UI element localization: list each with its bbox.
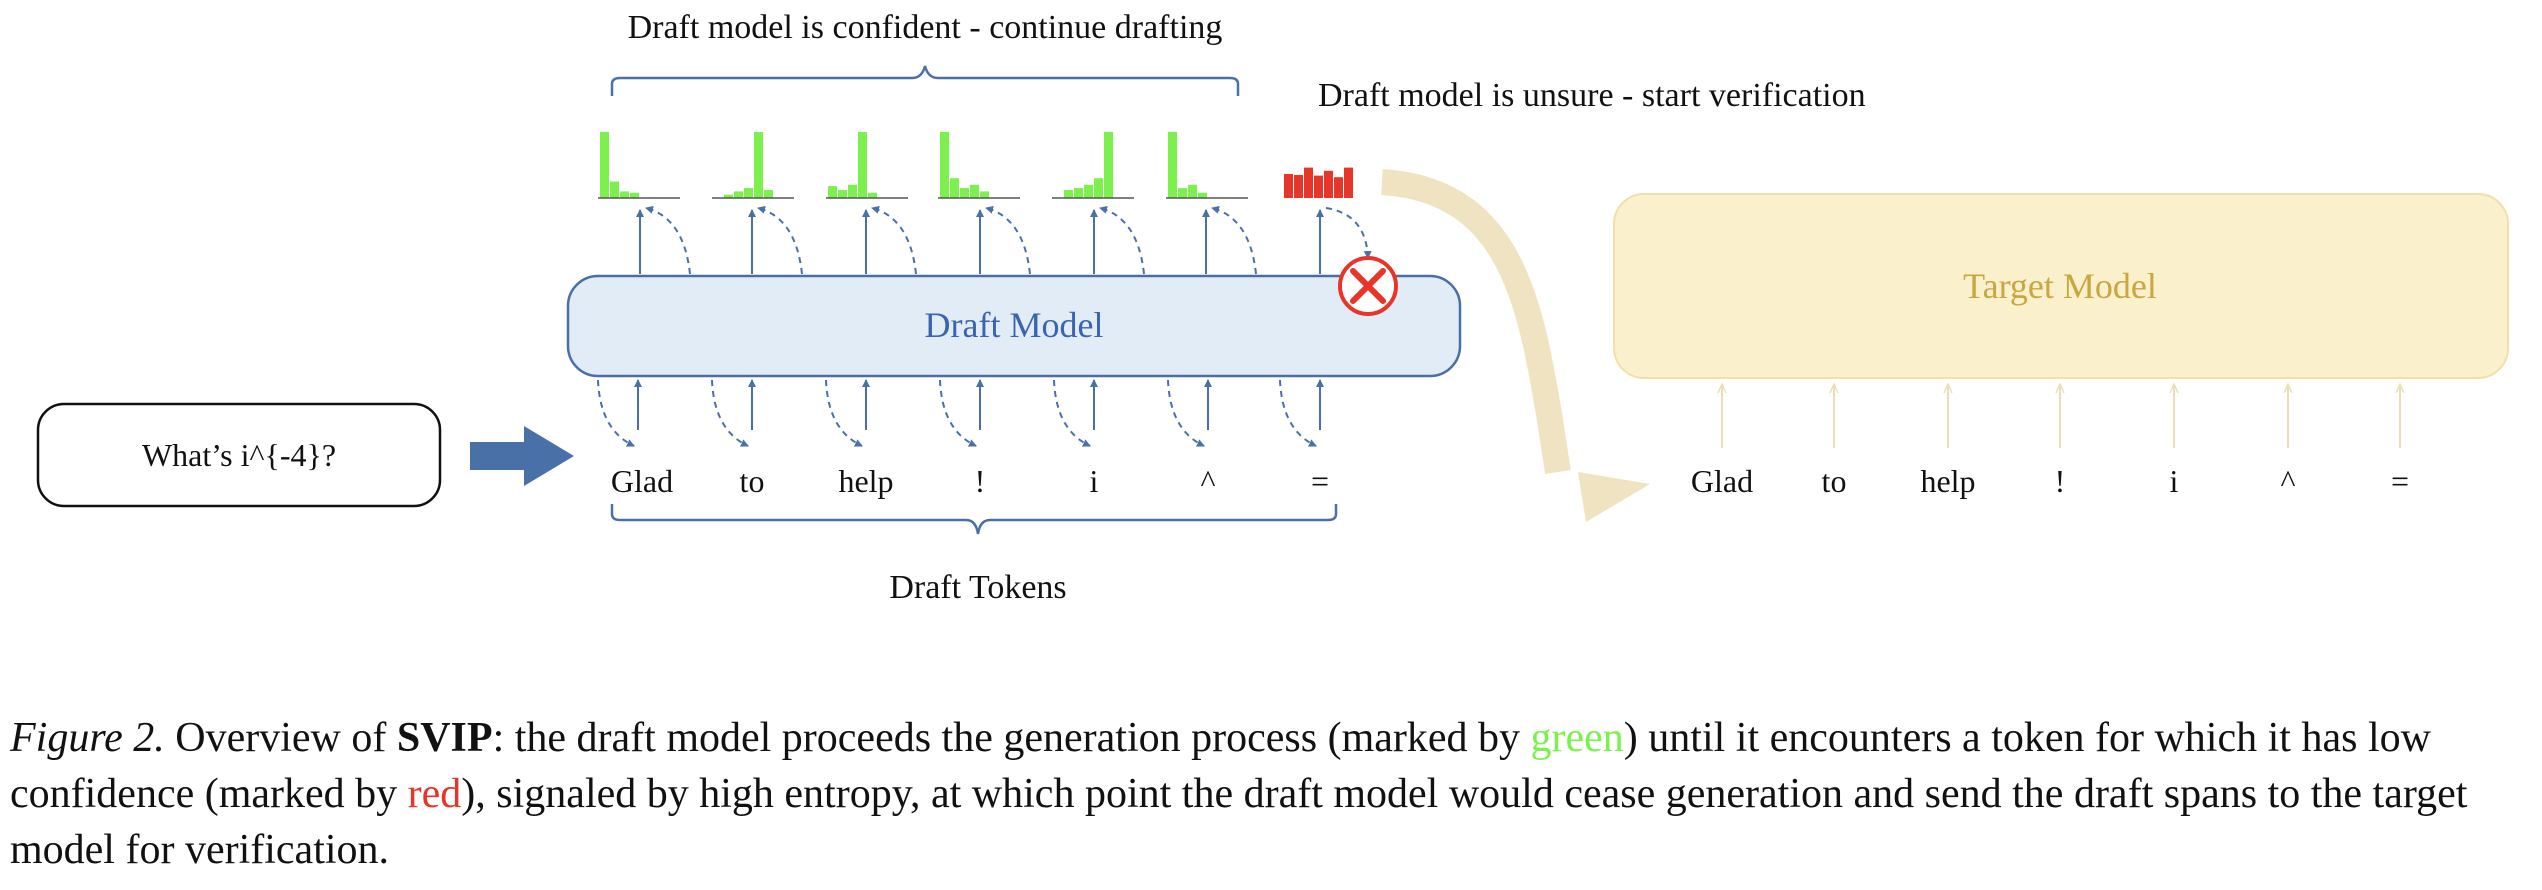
- autoregressive-arrow: [711, 379, 749, 447]
- histogram-bar: [1094, 178, 1103, 198]
- verification-arrowhead: [1578, 472, 1650, 522]
- histogram-bar: [610, 181, 619, 198]
- histogram-bar: [848, 184, 857, 198]
- histogram-bar: [1084, 184, 1093, 198]
- histogram-bar: [1284, 174, 1293, 198]
- histogram-bar: [1314, 175, 1323, 198]
- histogram-bar: [744, 188, 753, 198]
- prompt-box: [36, 402, 442, 508]
- confident-histogram: [712, 132, 794, 199]
- output-dashed-arrow: [985, 205, 1031, 275]
- input-arrow: [470, 426, 574, 486]
- confident-brace: [610, 65, 1240, 96]
- histograms: [598, 132, 1353, 199]
- verification-arrow: [1380, 169, 1571, 474]
- draft-token: help: [838, 463, 893, 499]
- histogram-bar: [724, 194, 733, 198]
- confident-histogram: [826, 132, 908, 199]
- target-token: help: [1920, 463, 1975, 499]
- histogram-bar: [950, 178, 959, 198]
- draft-model-box: [566, 274, 1462, 378]
- histogram-bar: [1294, 174, 1303, 198]
- draft-token: !: [975, 463, 986, 499]
- draft-token: ^: [1200, 463, 1215, 499]
- confident-label: Draft model is confident - continue draf…: [628, 9, 1223, 46]
- histogram-bar: [858, 132, 867, 198]
- histogram-bar: [940, 132, 949, 198]
- autoregressive-arrow: [1167, 379, 1205, 447]
- draft-token-row: Glad to help! i ^ =: [611, 463, 1329, 499]
- figure-number: Figure 2.: [10, 715, 165, 761]
- output-dashed-arrow: [645, 205, 691, 275]
- histogram-bar: [960, 188, 969, 198]
- target-token: to: [1822, 463, 1847, 499]
- histogram-bar: [980, 191, 989, 198]
- target-token: Glad: [1691, 463, 1753, 499]
- caption-red-word: red: [407, 771, 462, 817]
- svip-diagram: Draft model is confident - continue draf…: [36, 9, 2509, 606]
- histogram-bar: [630, 192, 639, 198]
- output-dashed-arrow: [757, 205, 803, 275]
- stop-icon: [1338, 256, 1398, 316]
- caption-text-4: ), signaled by high entropy, at which po…: [10, 771, 2468, 873]
- output-dashed-arrow: [1099, 205, 1145, 275]
- draft-token: to: [740, 463, 765, 499]
- caption-text-2: : the draft model proceeds the generatio…: [492, 715, 1531, 761]
- target-token: ^: [2280, 463, 2295, 499]
- histogram-bar: [868, 192, 877, 198]
- token-arrows: [597, 205, 1372, 447]
- histogram-bar: [1168, 132, 1177, 198]
- caption-text-1: Overview of: [164, 715, 397, 761]
- autoregressive-arrow: [597, 379, 635, 447]
- histogram-bar: [764, 190, 773, 198]
- draft-token: Glad: [611, 463, 673, 499]
- histogram-bar: [734, 191, 743, 198]
- confident-histogram: [1052, 132, 1134, 199]
- histogram-bar: [838, 190, 847, 198]
- draft-token: =: [1311, 463, 1329, 499]
- output-dashed-arrow: [1325, 207, 1372, 259]
- autoregressive-arrow: [939, 379, 977, 447]
- autoregressive-arrow: [1053, 379, 1091, 447]
- histogram-bar: [600, 132, 609, 198]
- output-dashed-arrow: [1211, 205, 1257, 275]
- histogram-bar: [1104, 132, 1113, 198]
- caption-green-word: green: [1530, 715, 1624, 761]
- caption-method-name: SVIP: [396, 715, 493, 761]
- target-token: i: [2170, 463, 2179, 499]
- autoregressive-arrow: [1279, 379, 1317, 447]
- histogram-bar: [1178, 188, 1187, 198]
- target-token: !: [2055, 463, 2066, 499]
- confident-histogram: [598, 132, 680, 199]
- draft-token: i: [1090, 463, 1099, 499]
- draft-tokens-label: Draft Tokens: [889, 569, 1066, 606]
- caption-text-3: ) until it encounters a token for which …: [10, 715, 2431, 817]
- autoregressive-arrow: [825, 379, 863, 447]
- target-token: =: [2391, 463, 2409, 499]
- prompt-text: What’s i^{-4}?: [142, 437, 336, 473]
- histogram-bar: [1304, 167, 1313, 198]
- target-model-box: [1613, 193, 2509, 379]
- histogram-bar: [828, 186, 837, 198]
- unsure-histogram: [1284, 167, 1353, 198]
- unsure-label: Draft model is unsure - start verificati…: [1318, 77, 1866, 114]
- histogram-bar: [620, 191, 629, 198]
- figure-caption: Figure 2. Overview of SVIP: the draft mo…: [10, 710, 2530, 878]
- histogram-bar: [1064, 190, 1073, 198]
- confident-histogram: [938, 132, 1020, 199]
- confident-histogram: [1166, 132, 1248, 199]
- target-token-row: Glad to help! i ^ =: [1691, 384, 2409, 499]
- histogram-bar: [1074, 188, 1083, 198]
- histogram-bar: [1344, 167, 1353, 198]
- histogram-bar: [1198, 192, 1207, 198]
- target-model-label: Target Model: [1963, 266, 2157, 306]
- histogram-bar: [1334, 177, 1343, 198]
- histogram-bar: [970, 184, 979, 198]
- histogram-bar: [1188, 184, 1197, 198]
- draft-model-label: Draft Model: [925, 305, 1104, 345]
- output-dashed-arrow: [871, 205, 917, 275]
- draft-tokens-brace: [610, 504, 1338, 535]
- histogram-bar: [754, 132, 763, 198]
- histogram-bar: [1324, 170, 1333, 198]
